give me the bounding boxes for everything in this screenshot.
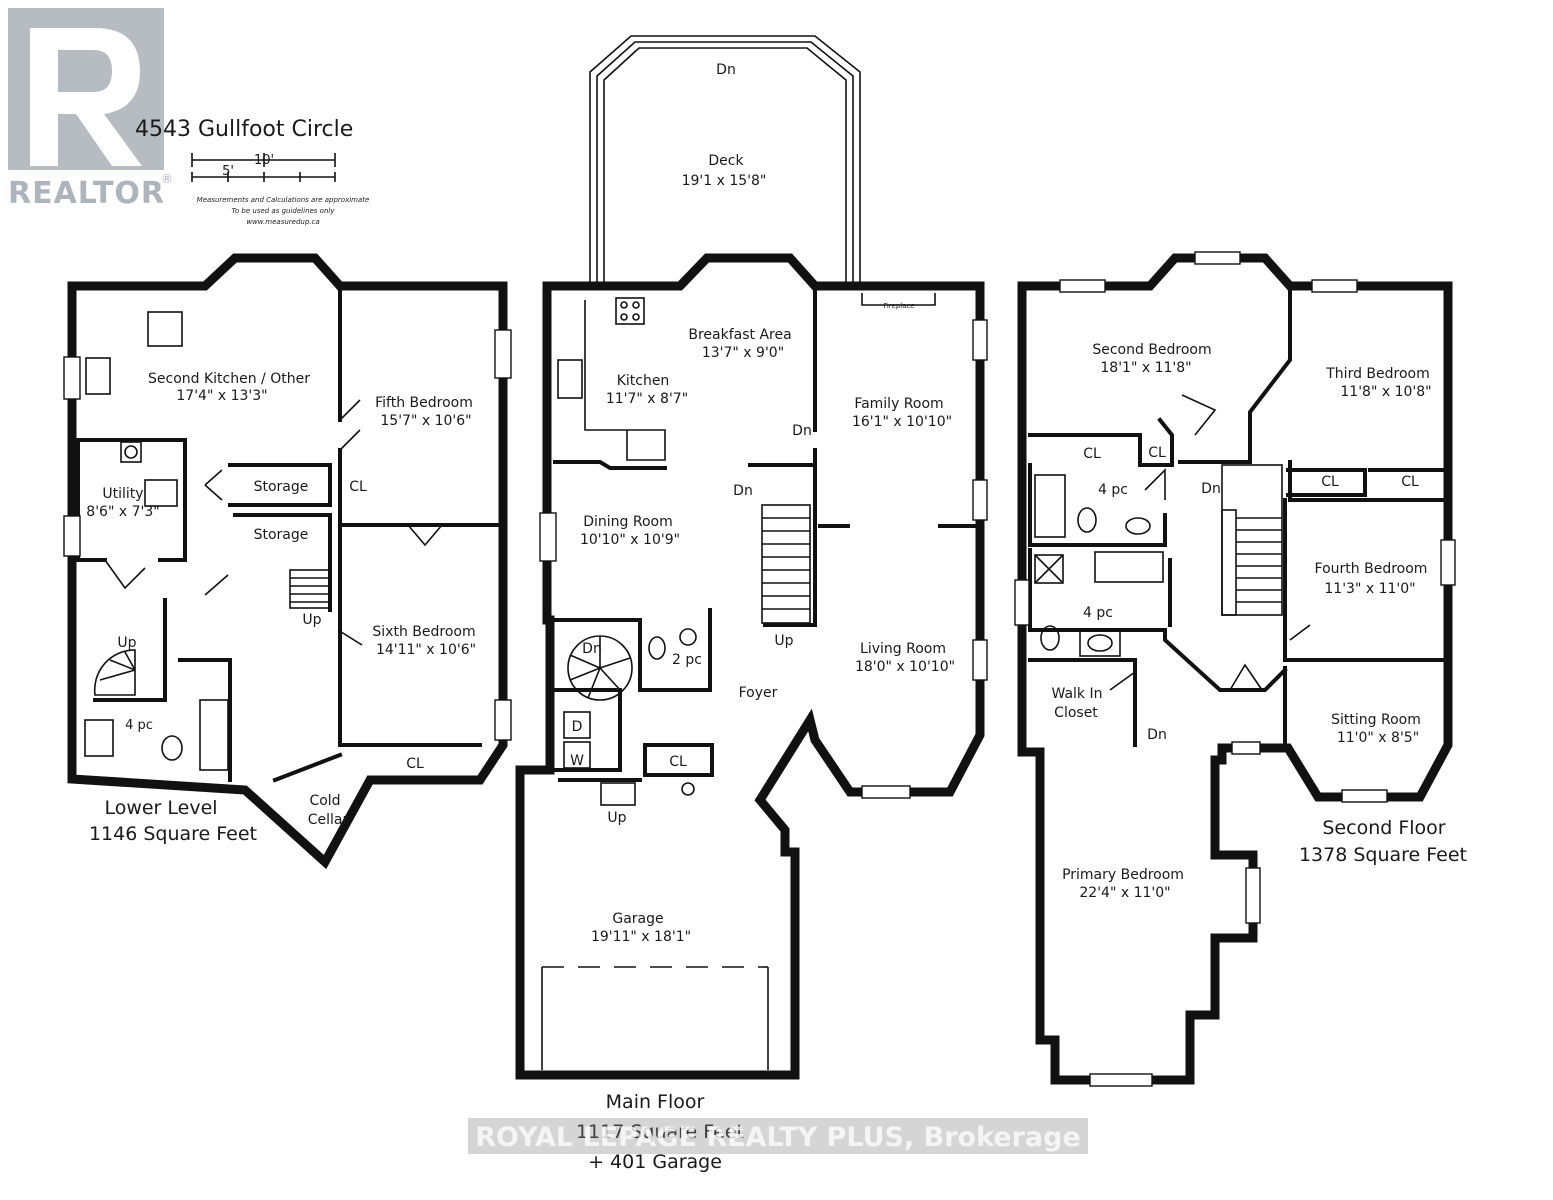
room-primary-dim: 22'4" x 11'0" — [1079, 885, 1170, 901]
washer-label: W — [570, 753, 584, 769]
closet-cl-second-3: CL — [1321, 474, 1339, 490]
second-floor-area: 1378 Square Feet — [1299, 844, 1467, 866]
closet-cl-second-2: CL — [1148, 445, 1166, 461]
room-fifth-bedroom-dim: 15'7" x 10'6" — [380, 413, 471, 429]
room-breakfast-name: Breakfast Area — [688, 327, 791, 343]
room-deck-name: Deck — [708, 153, 744, 169]
second-floor-bath-1: 4 pc — [1098, 482, 1128, 498]
lower-level-title: Lower Level — [104, 797, 217, 819]
room-cold-cellar-line2: Cellar — [308, 812, 349, 828]
watermark-band — [468, 1118, 1088, 1154]
main-floor-area: 1117 Square Feet — [576, 1121, 744, 1143]
second-floor-title: Second Floor — [1322, 817, 1445, 839]
stair-dn-second-2: Dn — [1147, 727, 1167, 743]
room-garage-dim: 19'11" x 18'1" — [591, 929, 691, 945]
disclaimer-line-1: Measurements and Calculations are approx… — [197, 196, 370, 204]
closet-cl-second-4: CL — [1401, 474, 1419, 490]
closet-cl-lower-1: CL — [349, 479, 367, 495]
room-dining-dim: 10'10" x 10'9" — [580, 532, 680, 548]
main-floor-plan — [515, 35, 988, 1080]
closet-cl-second-1: CL — [1083, 446, 1101, 462]
room-family-dim: 16'1" x 10'10" — [852, 414, 952, 430]
stair-dn-main-3: Dn — [582, 641, 602, 657]
disclaimer-line-2: To be used as guidelines only — [231, 207, 335, 215]
stair-dn-second-1: Dn — [1201, 481, 1221, 497]
room-sitting-dim: 11'0" x 8'5" — [1337, 730, 1419, 746]
room-storage-1-name: Storage — [254, 479, 309, 495]
fireplace-label: Fireplace — [883, 302, 914, 310]
room-second-bedroom-dim: 18'1" x 11'8" — [1100, 360, 1191, 376]
room-utility-dim: 8'6" x 7'3" — [86, 504, 159, 520]
lower-level-area: 1146 Square Feet — [89, 823, 257, 845]
stair-up-lower-1: Up — [117, 635, 136, 651]
main-floor-title: Main Floor — [606, 1091, 705, 1113]
realtor-logo-text: REALTOR — [8, 176, 165, 211]
room-second-bedroom-name: Second Bedroom — [1092, 342, 1211, 358]
stair-dn-main-1: Dn — [792, 423, 812, 439]
realtor-logo: REALTOR ® — [8, 8, 173, 211]
scale-bar: 10' 5' — [191, 153, 336, 182]
dryer-label: D — [572, 719, 583, 735]
stair-up-main-1: Up — [774, 633, 793, 649]
room-sitting-name: Sitting Room — [1331, 712, 1421, 728]
room-living-name: Living Room — [860, 641, 946, 657]
room-dining-name: Dining Room — [583, 514, 673, 530]
lower-level-plan — [63, 253, 512, 870]
room-family-name: Family Room — [854, 396, 943, 412]
room-third-bedroom-dim: 11'8" x 10'8" — [1340, 384, 1431, 400]
second-floor-plan — [1014, 251, 1456, 1087]
property-address: 4543 Gullfoot Circle — [135, 117, 353, 142]
room-fourth-bedroom-name: Fourth Bedroom — [1315, 561, 1428, 577]
room-deck-dim: 19'1 x 15'8" — [682, 173, 767, 189]
room-fifth-bedroom-name: Fifth Bedroom — [375, 395, 473, 411]
disclaimer-line-3: www.measuredup.ca — [246, 218, 319, 226]
room-walk-in-line2: Closet — [1054, 705, 1098, 721]
room-fourth-bedroom-dim: 11'3" x 11'0" — [1324, 581, 1415, 597]
room-kitchen-name: Kitchen — [617, 373, 670, 389]
room-third-bedroom-name: Third Bedroom — [1325, 366, 1429, 382]
closet-cl-main: CL — [669, 754, 687, 770]
room-foyer-name: Foyer — [739, 685, 778, 701]
room-living-dim: 18'0" x 10'10" — [855, 659, 955, 675]
room-second-kitchen-dim: 17'4" x 13'3" — [176, 388, 267, 404]
main-floor-garage-area: + 401 Garage — [588, 1151, 722, 1173]
room-storage-2-name: Storage — [254, 527, 309, 543]
stair-dn-main-2: Dn — [733, 483, 753, 499]
room-sixth-bedroom-name: Sixth Bedroom — [372, 624, 475, 640]
room-primary-name: Primary Bedroom — [1062, 867, 1184, 883]
room-cold-cellar-line1: Cold — [309, 793, 340, 809]
brokerage-watermark: ROYAL LEPAGE REALTY PLUS, Brokerage — [475, 1122, 1081, 1153]
stair-up-main-2: Up — [607, 810, 626, 826]
room-second-kitchen-name: Second Kitchen / Other — [148, 371, 310, 387]
scale-label-5ft: 5' — [222, 164, 234, 179]
second-floor-bath-2: 4 pc — [1083, 605, 1113, 621]
room-sixth-bedroom-dim: 14'11" x 10'6" — [376, 642, 476, 658]
room-powder-label: 2 pc — [672, 652, 702, 668]
room-utility-name: Utility — [102, 486, 143, 502]
closet-cl-lower-2: CL — [406, 756, 424, 772]
room-kitchen-dim: 11'7" x 8'7" — [606, 391, 688, 407]
registered-mark: ® — [161, 172, 173, 186]
scale-label-10ft: 10' — [254, 153, 274, 168]
room-breakfast-dim: 13'7" x 9'0" — [702, 345, 784, 361]
stair-up-lower-2: Up — [302, 612, 321, 628]
deck-dn-label: Dn — [716, 62, 736, 78]
room-garage-name: Garage — [612, 911, 663, 927]
room-walk-in-line1: Walk In — [1052, 686, 1103, 702]
lower-bath-label: 4 pc — [125, 718, 153, 733]
